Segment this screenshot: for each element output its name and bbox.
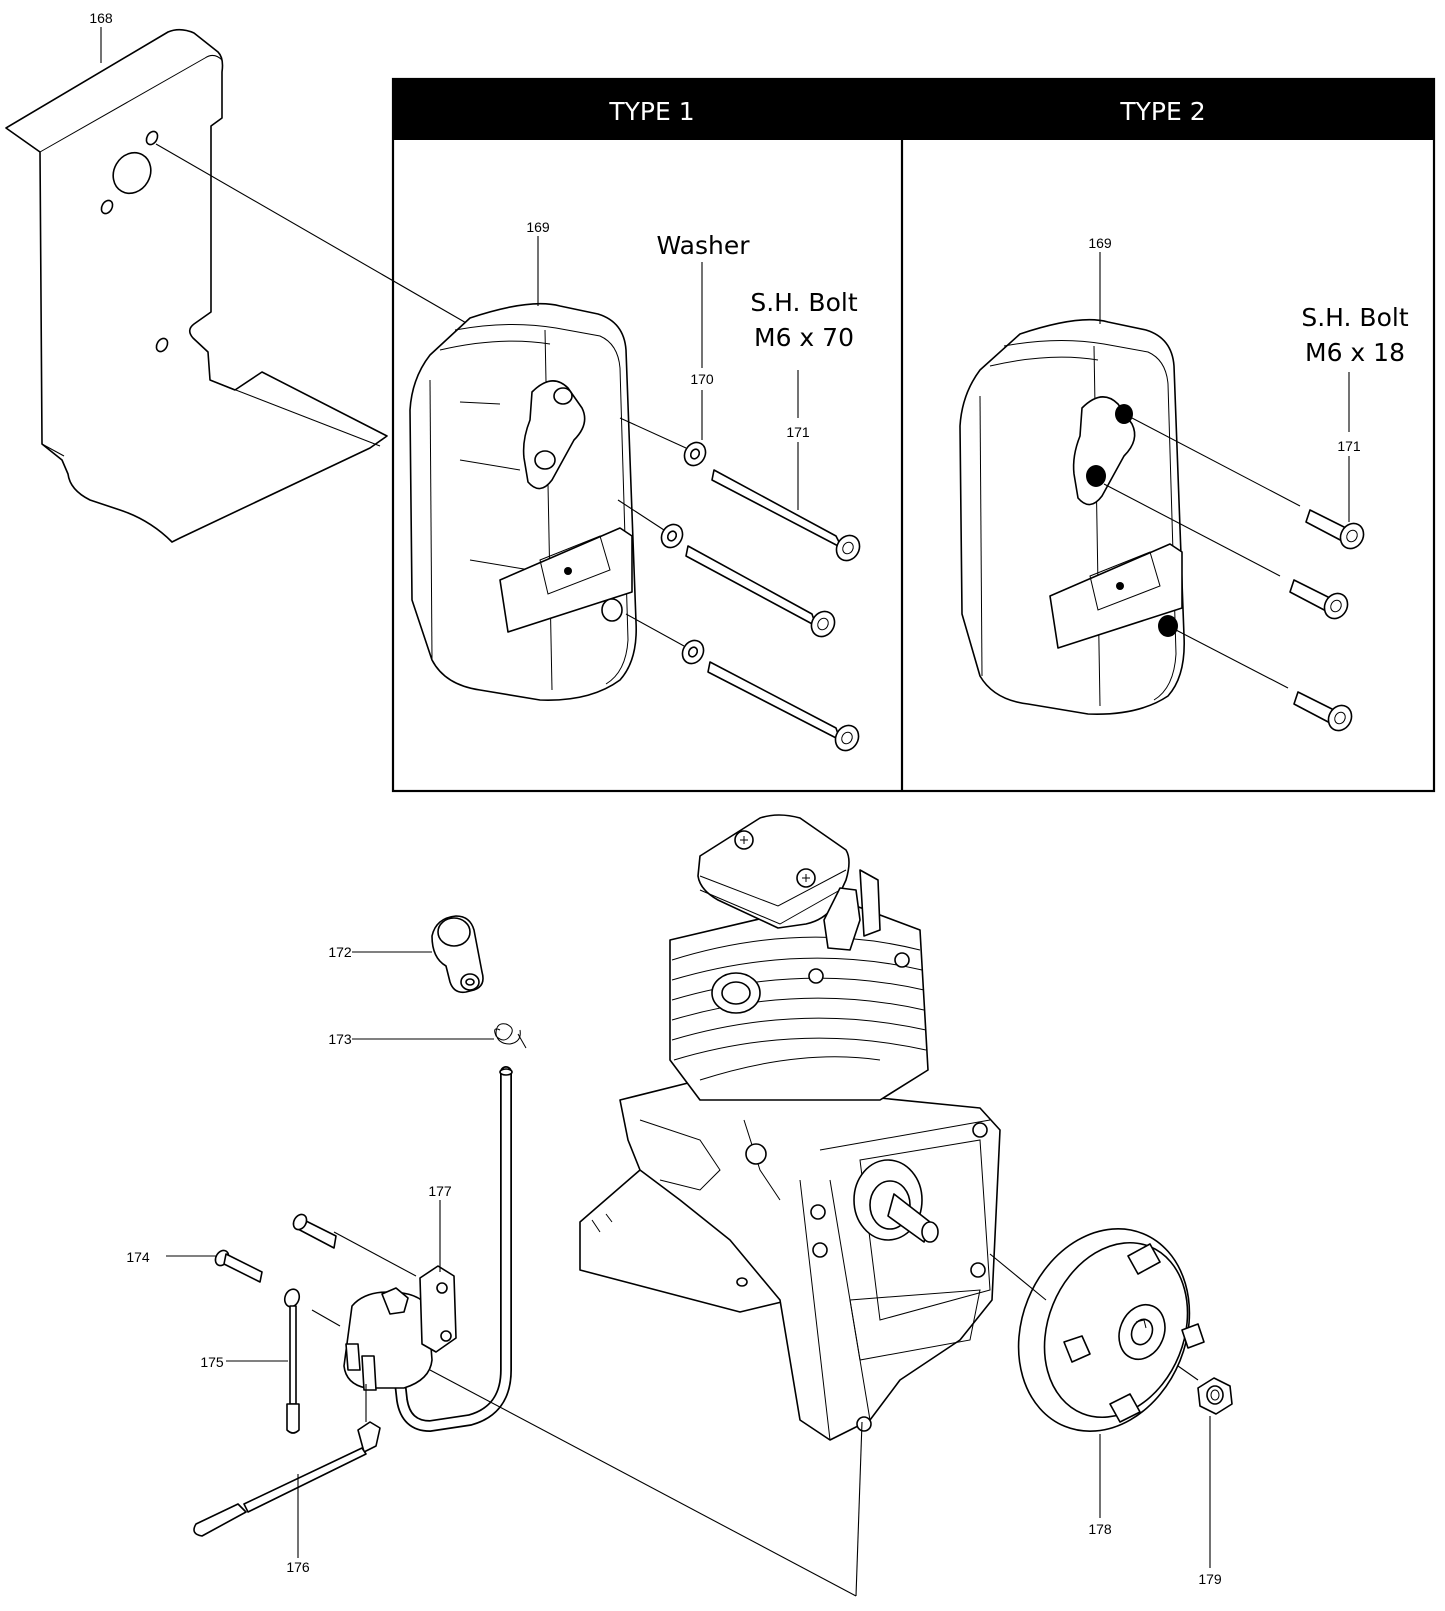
heat-shield-168 — [5, 28, 388, 543]
plug-cap-172 — [431, 915, 484, 994]
bolt-spec-type1-line2: M6 x 70 — [754, 323, 854, 352]
callout-179: 179 — [1198, 1571, 1222, 1587]
callout-173: 173 — [328, 1031, 352, 1047]
leader-168-to-muffler — [155, 143, 469, 325]
leader-t2-a — [1131, 417, 1301, 507]
stop-wire-176 — [193, 1384, 381, 1537]
callout-169-type2: 169 — [1088, 235, 1112, 251]
screw-174 — [214, 1249, 263, 1283]
leader-t2-b — [1103, 483, 1281, 577]
bolt-171-type1 — [685, 469, 861, 752]
leader-179-link — [1177, 1365, 1199, 1381]
coil-bolt — [292, 1213, 337, 1249]
leader-178-shaft — [989, 1253, 1047, 1301]
muffler-type1 — [409, 302, 637, 701]
callout-175: 175 — [200, 1354, 224, 1370]
washer-label: Washer — [657, 231, 751, 260]
engine-block — [579, 814, 1001, 1441]
leader-t1-b — [617, 499, 665, 531]
callout-178: 178 — [1088, 1521, 1112, 1537]
bolt-spec-type2-line2: M6 x 18 — [1305, 338, 1405, 367]
leader-t1-a — [619, 417, 687, 449]
callout-172: 172 — [328, 944, 352, 960]
callout-177: 177 — [428, 1183, 452, 1199]
nut-179 — [1197, 1377, 1233, 1415]
high-tension-cord — [394, 1066, 513, 1433]
bolt-spec-type2-line1: S.H. Bolt — [1301, 303, 1408, 332]
callout-171-type1: 171 — [786, 424, 810, 440]
callout-174: 174 — [126, 1249, 150, 1265]
leader-t1-c — [625, 613, 685, 647]
type2-title: TYPE 2 — [1119, 97, 1205, 126]
spring-173 — [494, 1023, 527, 1049]
muffler-type2 — [959, 318, 1185, 715]
callout-170: 170 — [690, 371, 714, 387]
leader-174-to-coil — [311, 1309, 341, 1327]
washer-170 — [660, 441, 707, 665]
callout-171-type2: 171 — [1337, 438, 1361, 454]
type1-title: TYPE 1 — [608, 97, 694, 126]
callout-169-type1: 169 — [526, 219, 550, 235]
callout-168: 168 — [89, 10, 113, 26]
callout-176: 176 — [286, 1559, 310, 1575]
ignition-coil-177 — [343, 1265, 457, 1391]
leader-coil-to-block — [429, 1369, 857, 1597]
bolt-spec-type1-line1: S.H. Bolt — [750, 288, 857, 317]
bolt-171-type2 — [1289, 509, 1365, 732]
flywheel-178 — [1017, 1227, 1205, 1433]
leader-177-bolt — [333, 1231, 417, 1277]
leader-t2-c — [1175, 629, 1289, 689]
ground-wire-175 — [283, 1288, 301, 1434]
leader-block — [855, 1421, 863, 1597]
